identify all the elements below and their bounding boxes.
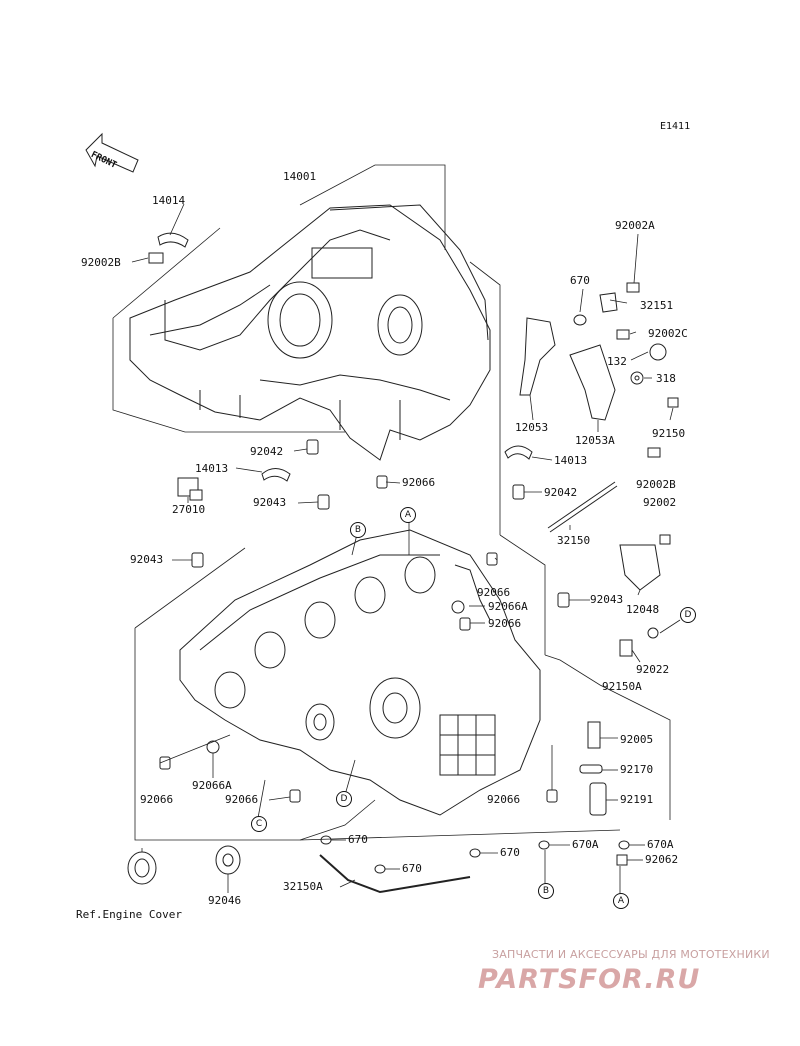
lower-crankcase-drawing	[179, 529, 541, 816]
part-label-92066[interactable]: 92066	[140, 793, 174, 806]
part-label-92170[interactable]: 92170	[620, 763, 654, 776]
part-label-670[interactable]: 670	[570, 274, 590, 287]
part-label-14013[interactable]: 14013	[554, 454, 588, 467]
oil-pressure-switch-icon	[177, 477, 203, 501]
part-label-92150[interactable]: 92150	[652, 427, 686, 440]
watermark-logo: PARTSFOR.RU	[478, 964, 701, 995]
part-label-92191[interactable]: 92191	[620, 793, 654, 806]
ref-marker-b: B	[350, 522, 366, 538]
ref-marker-d: D	[336, 791, 352, 807]
bearing-half-icon	[157, 232, 533, 482]
part-label-92066a[interactable]: 92066A	[192, 779, 232, 792]
watermark-tagline: ЗАПЧАСТИ И АКСЕССУАРЫ ДЛЯ МОТОТЕХНИКИ	[492, 948, 770, 961]
part-label-92066[interactable]: 92066	[487, 793, 521, 806]
part-label-132[interactable]: 132	[607, 355, 627, 368]
part-label-670a[interactable]: 670A	[647, 838, 674, 851]
part-label-92005[interactable]: 92005	[620, 733, 654, 746]
part-label-92062[interactable]: 92062	[645, 853, 679, 866]
part-label-12048[interactable]: 12048	[626, 603, 660, 616]
part-label-92043[interactable]: 92043	[590, 593, 624, 606]
upper-crankcase-drawing	[129, 204, 491, 461]
part-label-670[interactable]: 670	[402, 862, 422, 875]
part-label-92042[interactable]: 92042	[544, 486, 578, 499]
ref-marker-c: C	[251, 816, 267, 832]
part-label-92002[interactable]: 92002	[643, 496, 677, 509]
ref-marker-d: D	[680, 607, 696, 623]
part-label-92066a[interactable]: 92066A	[488, 600, 528, 613]
part-label-14001[interactable]: 14001	[283, 170, 317, 183]
nozzle-icon	[579, 639, 633, 866]
part-label-92066[interactable]: 92066	[488, 617, 522, 630]
part-label-14013[interactable]: 14013	[195, 462, 229, 475]
leader-lines	[131, 203, 681, 893]
part-label-27010[interactable]: 27010	[172, 503, 206, 516]
oil-pipe-icon	[319, 481, 618, 894]
bracket-icon	[519, 292, 661, 591]
ref-marker-a: A	[613, 893, 629, 909]
part-label-670a[interactable]: 670A	[572, 838, 599, 851]
part-label-92150a[interactable]: 92150A	[602, 680, 642, 693]
part-label-14014[interactable]: 14014	[152, 194, 186, 207]
ref-marker-a: A	[400, 507, 416, 523]
front-arrow-icon	[85, 132, 139, 173]
part-label-92002a[interactable]: 92002A	[615, 219, 655, 232]
part-label-32151[interactable]: 32151	[640, 299, 674, 312]
part-label-318[interactable]: 318	[656, 372, 676, 385]
part-label-12053a[interactable]: 12053A	[575, 434, 615, 447]
part-label-32150a[interactable]: 32150A	[283, 880, 323, 893]
diagram-id: E1411	[660, 121, 691, 132]
part-label-670[interactable]: 670	[348, 833, 368, 846]
part-label-12053[interactable]: 12053	[515, 421, 549, 434]
part-label-92046[interactable]: 92046	[208, 894, 242, 907]
dowel-pin-icon	[159, 439, 570, 803]
part-label-92002c[interactable]: 92002C	[648, 327, 688, 340]
part-label-92043[interactable]: 92043	[130, 553, 164, 566]
part-label-92002b[interactable]: 92002B	[81, 256, 121, 269]
part-label-92042[interactable]: 92042	[250, 445, 284, 458]
part-label-92043[interactable]: 92043	[253, 496, 287, 509]
ref-marker-b: B	[538, 883, 554, 899]
part-label-92066[interactable]: 92066	[402, 476, 436, 489]
seal-icon	[127, 845, 241, 885]
part-label-92066[interactable]: 92066	[477, 586, 511, 599]
ref-engine-cover-note: Ref.Engine Cover	[76, 908, 182, 921]
part-label-92022[interactable]: 92022	[636, 663, 670, 676]
bolt-icon	[148, 252, 679, 754]
part-label-670[interactable]: 670	[500, 846, 520, 859]
part-label-92002b[interactable]: 92002B	[636, 478, 676, 491]
part-label-32150[interactable]: 32150	[557, 534, 591, 547]
part-label-92066[interactable]: 92066	[225, 793, 259, 806]
